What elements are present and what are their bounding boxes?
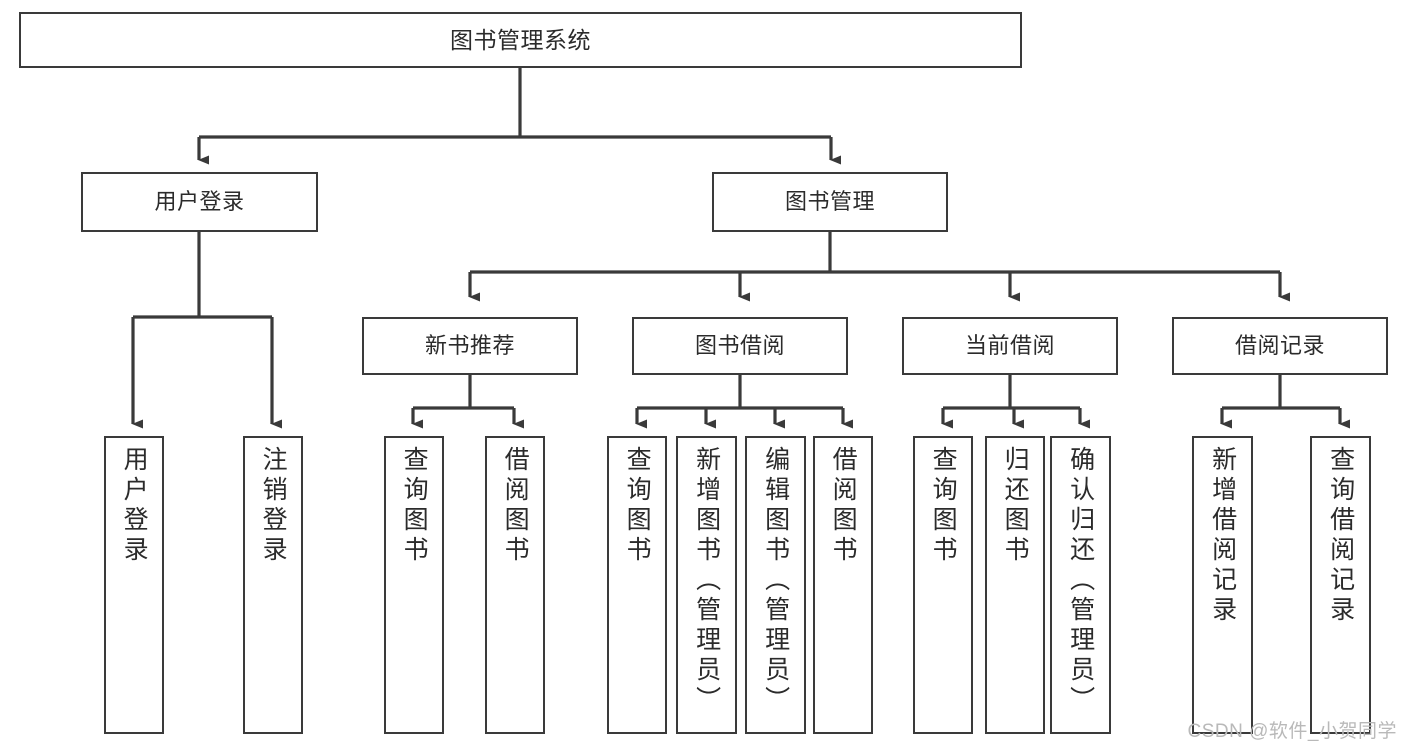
leaf-query-book-2[interactable]: 查询图书 bbox=[607, 436, 667, 734]
leaf-confirm-return-label: 确认归还（管理员） bbox=[1066, 446, 1095, 716]
node-book-borrow-label: 图书借阅 bbox=[694, 333, 785, 358]
node-user-login[interactable]: 用户登录 bbox=[81, 172, 318, 232]
node-book-borrow[interactable]: 图书借阅 bbox=[632, 317, 848, 375]
leaf-logout-login-label: 注销登录 bbox=[259, 446, 288, 566]
node-root-label: 图书管理系统 bbox=[450, 26, 591, 53]
leaf-return-book-label: 归还图书 bbox=[1001, 446, 1030, 566]
leaf-user-login-label: 用户登录 bbox=[120, 446, 149, 566]
node-current-borrow[interactable]: 当前借阅 bbox=[902, 317, 1118, 375]
node-borrow-record-label: 借阅记录 bbox=[1234, 333, 1325, 358]
leaf-query-book-1-label: 查询图书 bbox=[400, 446, 429, 566]
leaf-query-record[interactable]: 查询借阅记录 bbox=[1310, 436, 1371, 734]
node-book-management[interactable]: 图书管理 bbox=[712, 172, 948, 232]
leaf-borrow-book-2[interactable]: 借阅图书 bbox=[813, 436, 873, 734]
leaf-add-record[interactable]: 新增借阅记录 bbox=[1192, 436, 1253, 734]
node-new-book-recommend[interactable]: 新书推荐 bbox=[362, 317, 578, 375]
leaf-edit-book-label: 编辑图书（管理员） bbox=[761, 446, 790, 716]
leaf-query-record-label: 查询借阅记录 bbox=[1326, 446, 1355, 626]
leaf-confirm-return[interactable]: 确认归还（管理员） bbox=[1050, 436, 1111, 734]
leaf-add-book[interactable]: 新增图书（管理员） bbox=[676, 436, 737, 734]
node-new-book-recommend-label: 新书推荐 bbox=[424, 333, 515, 358]
node-borrow-record[interactable]: 借阅记录 bbox=[1172, 317, 1388, 375]
node-user-login-label: 用户登录 bbox=[154, 189, 245, 214]
leaf-return-book[interactable]: 归还图书 bbox=[985, 436, 1045, 734]
leaf-user-login[interactable]: 用户登录 bbox=[104, 436, 164, 734]
leaf-query-book-3[interactable]: 查询图书 bbox=[913, 436, 973, 734]
watermark-text: CSDN @软件_小贺同学 bbox=[1187, 721, 1397, 742]
leaf-borrow-book-1[interactable]: 借阅图书 bbox=[485, 436, 545, 734]
leaf-add-book-label: 新增图书（管理员） bbox=[692, 446, 721, 716]
leaf-borrow-book-1-label: 借阅图书 bbox=[501, 446, 530, 566]
leaf-borrow-book-2-label: 借阅图书 bbox=[829, 446, 858, 566]
leaf-edit-book[interactable]: 编辑图书（管理员） bbox=[745, 436, 806, 734]
leaf-query-book-1[interactable]: 查询图书 bbox=[384, 436, 444, 734]
node-current-borrow-label: 当前借阅 bbox=[964, 333, 1055, 358]
leaf-logout-login[interactable]: 注销登录 bbox=[243, 436, 303, 734]
node-book-management-label: 图书管理 bbox=[784, 189, 875, 214]
leaf-add-record-label: 新增借阅记录 bbox=[1208, 446, 1237, 626]
node-root[interactable]: 图书管理系统 bbox=[19, 12, 1022, 68]
leaf-query-book-2-label: 查询图书 bbox=[623, 446, 652, 566]
leaf-query-book-3-label: 查询图书 bbox=[929, 446, 958, 566]
